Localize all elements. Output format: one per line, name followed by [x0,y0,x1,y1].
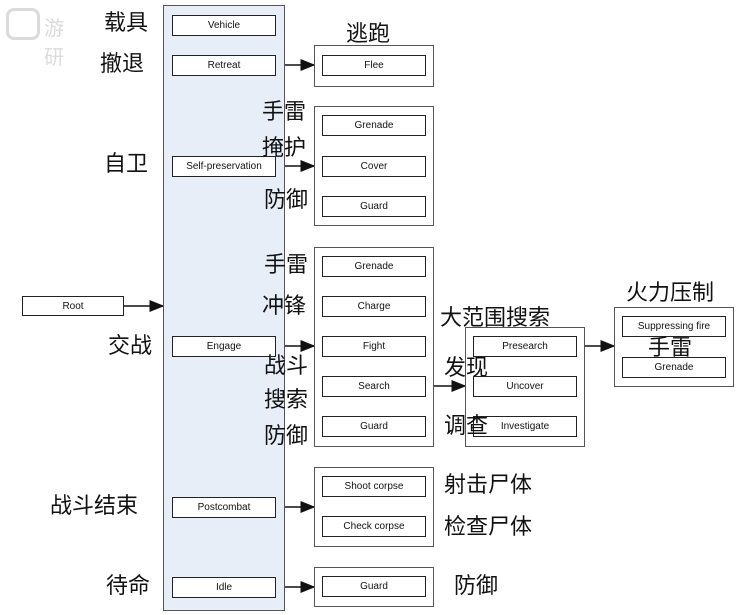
node-selfpres-guard[interactable]: Guard [322,196,426,217]
zh-label-vehicle: 载具 [104,11,149,36]
node-engage-search[interactable]: Search [322,376,426,397]
zh-label-suppressing-fire: 火力压制 [626,281,715,306]
node-engage-fight[interactable]: Fight [322,336,426,357]
node-uncover[interactable]: Uncover [473,376,577,397]
zh-label-retreat: 撤退 [100,52,145,77]
zh-label-idle-guard: 防御 [454,574,499,599]
zh-label-engage-guard: 防御 [264,424,309,449]
zh-label-postcombat: 战斗结束 [50,494,139,519]
node-vehicle[interactable]: Vehicle [172,15,276,36]
site-watermark: 游研 [6,8,82,69]
node-investigate[interactable]: Investigate [473,416,577,437]
node-retreat[interactable]: Retreat [172,55,276,76]
node-check-corpse[interactable]: Check corpse [322,516,426,537]
zh-label-presearch: 大范围搜索 [440,306,551,331]
node-engage-grenade[interactable]: Grenade [322,256,426,277]
node-presearch[interactable]: Presearch [473,336,577,357]
zh-label-engage-charge: 冲锋 [262,294,307,319]
zh-label-uncover: 发现 [444,356,489,381]
zh-label-investigate: 调查 [444,414,489,439]
zh-label-engage-fight: 战斗 [264,354,309,379]
watermark-logo-icon [6,8,40,40]
zh-label-engage-search: 搜索 [264,388,309,413]
node-shoot-corpse[interactable]: Shoot corpse [322,476,426,497]
zh-label-self-preservation: 自卫 [104,152,149,177]
node-self-preservation[interactable]: Self-preservation [172,156,276,177]
zh-label-idle: 待命 [106,574,151,599]
zh-label-shoot-corpse: 射击尸体 [444,473,533,498]
zh-label-selfpres-guard: 防御 [264,188,309,213]
node-flee[interactable]: Flee [322,55,426,76]
zh-label-engage-grenade: 手雷 [264,253,309,278]
node-engage-guard[interactable]: Guard [322,416,426,437]
zh-label-selfpres-grenade: 手雷 [262,100,307,125]
node-suppressing-fire[interactable]: Suppressing fire [622,316,726,337]
watermark-text: 游研 [44,16,64,69]
node-postcombat[interactable]: Postcombat [172,497,276,518]
zh-label-engage: 交战 [108,334,153,359]
node-engage-charge[interactable]: Charge [322,296,426,317]
node-idle[interactable]: Idle [172,577,276,598]
zh-label-selfpres-cover: 掩护 [262,136,307,161]
node-selfpres-cover[interactable]: Cover [322,156,426,177]
node-root[interactable]: Root [22,296,124,316]
node-idle-guard[interactable]: Guard [322,576,426,597]
zh-label-check-corpse: 检查尸体 [444,515,533,540]
node-engage[interactable]: Engage [172,336,276,357]
node-presearch-grenade[interactable]: Grenade [622,357,726,378]
node-selfpres-grenade[interactable]: Grenade [322,115,426,136]
zh-label-presearch-grenade: 手雷 [648,336,693,361]
zh-label-flee: 逃跑 [346,22,391,47]
